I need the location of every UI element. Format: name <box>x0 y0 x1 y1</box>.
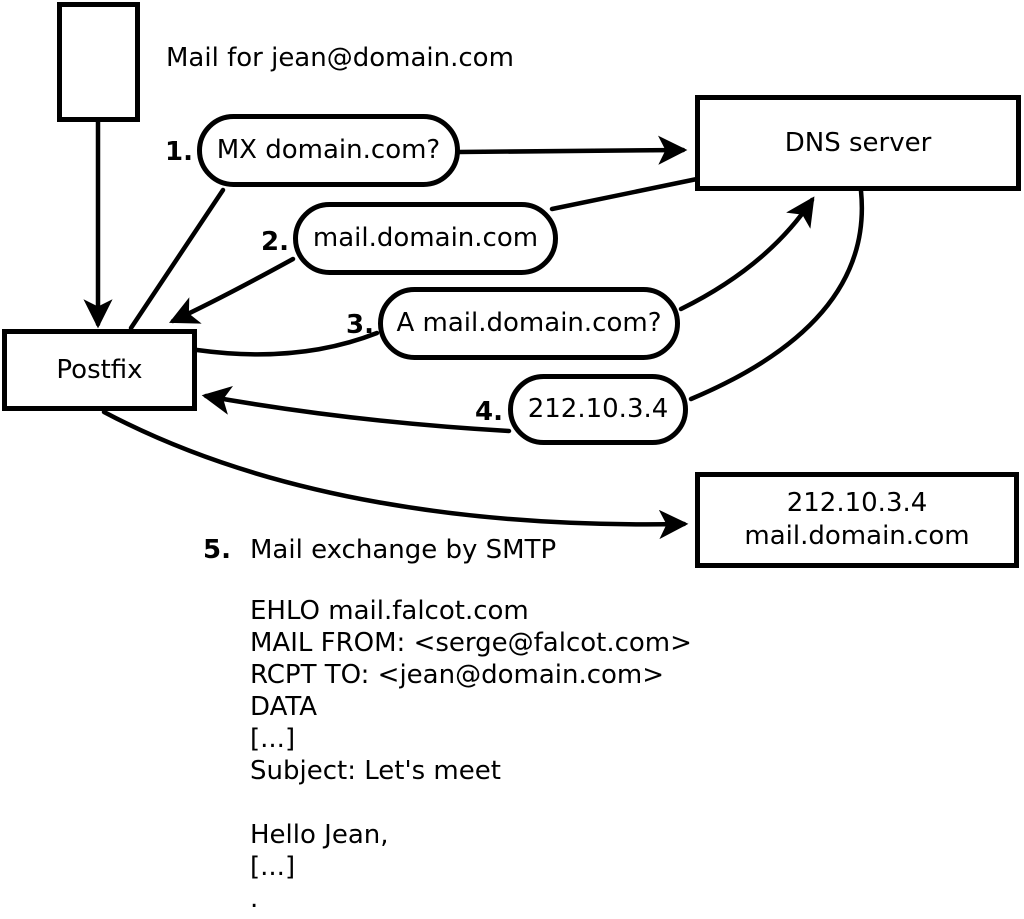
postfix-label: Postfix <box>56 354 143 385</box>
smtp-line-subject: Subject: Let's meet <box>250 756 501 786</box>
step1-pill-mx-query: MX domain.com? <box>197 114 460 187</box>
step5-text: Mail exchange by SMTP <box>250 535 557 565</box>
line-reply2-dns-to-pill2 <box>549 176 700 212</box>
step5-label: 5. Mail exchange by SMTP <box>203 534 556 566</box>
step2-number: 2. <box>261 227 289 257</box>
arrow-query1-pill1-to-dns <box>456 135 688 165</box>
arrow-reply4-pill4-to-postfix <box>201 385 512 434</box>
dns-server-node: DNS server <box>695 95 1021 191</box>
step4-pill-a-answer: 212.10.3.4 <box>508 374 688 445</box>
line-reply4-dns-to-pill4 <box>688 188 865 402</box>
smtp-line-rcpt-to: RCPT TO: <jean@domain.com> <box>250 660 665 690</box>
step5-number: 5. <box>203 535 231 565</box>
line-query1-postfix-to-pill1 <box>128 187 226 331</box>
smtp-session-transcript: EHLO mail.falcot.com MAIL FROM: <serge@f… <box>250 595 692 915</box>
mail-exchanger-ip: 212.10.3.4 <box>786 488 928 518</box>
mail-exchanger-host: mail.domain.com <box>744 521 970 551</box>
arrow-reply2-pill2-to-postfix <box>169 256 296 324</box>
step2-pill-label: mail.domain.com <box>312 223 539 253</box>
postfix-node: Postfix <box>2 329 197 411</box>
smtp-line-ehlo: EHLO mail.falcot.com <box>250 596 529 626</box>
step4-number: 4. <box>475 397 503 427</box>
smtp-line-ellipsis-1: [...] <box>250 724 296 754</box>
arrow-query3-pill3-to-dns <box>678 196 815 312</box>
dns-server-label: DNS server <box>784 127 932 158</box>
step1-number: 1. <box>165 137 193 167</box>
mail-for-label: Mail for jean@domain.com <box>166 43 514 73</box>
line-query3-postfix-to-pill3 <box>194 330 380 357</box>
smtp-line-data: DATA <box>250 692 317 722</box>
step1-pill-label: MX domain.com? <box>216 135 441 165</box>
step3-pill-label: A mail.domain.com? <box>396 308 662 338</box>
smtp-line-hello: Hello Jean, <box>250 820 389 850</box>
step3-number: 3. <box>346 310 374 340</box>
step3-pill-a-query: A mail.domain.com? <box>378 287 680 360</box>
arrow-smtp-postfix-to-mailserver <box>101 409 689 540</box>
mail-exchanger-node: 212.10.3.4 mail.domain.com <box>695 472 1019 568</box>
smtp-line-ellipsis-2: [...] <box>250 852 296 882</box>
mail-message-node <box>57 2 140 122</box>
step4-pill-label: 212.10.3.4 <box>527 394 669 424</box>
smtp-line-end-dot: . <box>250 884 259 914</box>
step2-pill-mx-answer: mail.domain.com <box>293 202 558 275</box>
smtp-line-blank <box>250 787 692 819</box>
smtp-line-mail-from: MAIL FROM: <serge@falcot.com> <box>250 628 692 658</box>
